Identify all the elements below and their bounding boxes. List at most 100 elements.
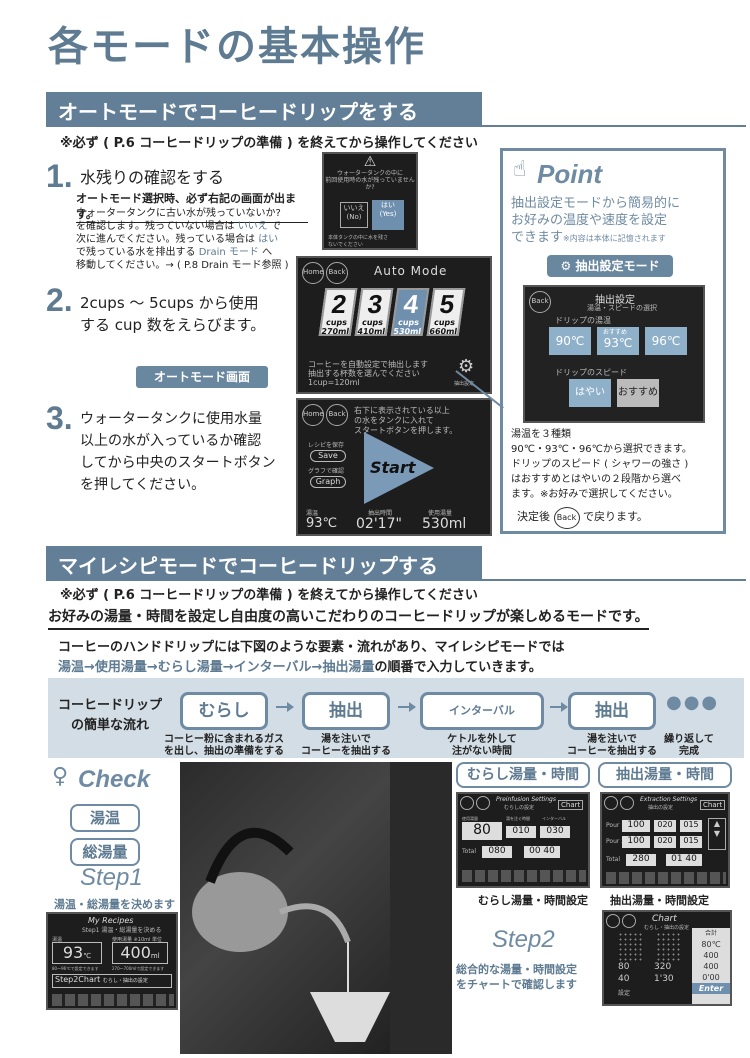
back-button[interactable]: [476, 796, 490, 810]
back-button[interactable]: Back: [529, 291, 551, 313]
step-number-1: 1.: [46, 158, 73, 194]
myrecipe-lead: お好みの湯量・時間を設定し自由度の高いこだわりのコーヒードリップが楽しめるモード…: [48, 606, 649, 630]
water-input[interactable]: 400ml: [112, 942, 168, 964]
temp-value: 93℃: [306, 516, 338, 531]
pre-caption: むらし湯量・時間設定: [478, 894, 588, 907]
kettle-illustration: [192, 762, 452, 1054]
save-button[interactable]: Save: [310, 450, 346, 462]
yes-button[interactable]: はい(Yes): [372, 200, 404, 230]
back-icon: Back: [553, 507, 580, 529]
graph-button[interactable]: Graph: [310, 476, 346, 488]
speed-option-fast[interactable]: はやい: [569, 379, 611, 407]
back-button[interactable]: Back: [326, 404, 348, 426]
step-number-3: 3.: [46, 400, 73, 436]
water-value: 530ml: [422, 516, 467, 532]
numeric-keypad[interactable]: [462, 870, 586, 882]
temp-option-96[interactable]: 96℃: [645, 327, 687, 355]
dot-graph: [618, 932, 644, 962]
point-title: Point: [537, 159, 602, 189]
numeric-keypad[interactable]: [52, 994, 174, 1006]
check-title: Check: [78, 766, 151, 793]
home-button[interactable]: Home: [302, 404, 324, 426]
drain-check-screen: ⚠ ウォータータンクの中に 前回使用時の水が残っていませんか? いいえ(No) …: [322, 152, 418, 250]
home-button[interactable]: [460, 796, 474, 810]
prereq-note-2: ※必ず ( P.6 コーヒードリップの準備 ) を終えてから操作してください: [60, 588, 478, 603]
section-header-myrecipe: マイレシピモードでコーヒードリップする: [46, 546, 482, 580]
step2-text: 2cups ～ 5cups から使用 する cup 数をえらびます。: [80, 294, 266, 334]
step1-title: 水残りの確認をする: [80, 168, 225, 187]
check-icon: ♀: [52, 764, 69, 789]
temp-option-90[interactable]: 90℃: [549, 327, 591, 355]
home-button[interactable]: Home: [302, 262, 324, 284]
flow-step-extract-2: 抽出: [568, 692, 656, 730]
step3-text: ウォータータンクに使用水量以上の水が入っているか確認してから中央のスタートボタン…: [80, 411, 276, 493]
numeric-keypad[interactable]: [606, 872, 726, 884]
step1-label: Step1: [80, 864, 143, 891]
label-soyuryo: 総湯量: [70, 838, 140, 866]
point-box: ☝ Point 抽出設定モードから簡易的にお好みの温度や速度を設定できます※内容…: [500, 148, 726, 534]
back-button[interactable]: [620, 796, 634, 810]
home-button[interactable]: [606, 914, 620, 928]
chart-button[interactable]: Chart: [558, 800, 584, 810]
chart-button[interactable]: Chart: [700, 800, 726, 810]
my-recipes-screen: My Recipes Step1 湯温・総湯量を決める 湯温 使用湯量 ※10m…: [46, 912, 178, 1010]
step-number-2: 2.: [46, 282, 73, 318]
back-button[interactable]: [622, 914, 636, 928]
flow-step-interval: インターバル: [420, 692, 544, 730]
label-chushutsu: 抽出湯量・時間: [598, 762, 732, 788]
start-screen: Home Back 右下に表示されている以上の水をタンクに入れてスタートボタンを…: [296, 398, 492, 536]
warning-icon: ⚠: [363, 154, 377, 170]
pour-time-input[interactable]: 010: [506, 826, 536, 838]
flow-step-repeat: ●●●: [666, 692, 720, 713]
back-button[interactable]: Back: [326, 262, 348, 284]
chart-screen: Chart むらし・抽出の設定 80 320 40 1'30 設定 合計 80℃…: [602, 910, 732, 1006]
time-value: 02'17": [356, 516, 402, 532]
drip-flow-diagram: コーヒードリップの簡単な流れ むらし 抽出 インターバル 抽出 ●●● コーヒー…: [48, 678, 744, 758]
flow-title: コーヒードリップの簡単な流れ: [58, 698, 163, 733]
no-button[interactable]: いいえ(No): [340, 202, 368, 228]
point-text: 抽出設定モードから簡易的にお好みの温度や速度を設定できます※内容は本体に記憶され…: [511, 196, 681, 245]
auto-mode-title: Auto Mode: [374, 264, 448, 278]
start-instruction: 右下に表示されている以上の水をタンクに入れてスタートボタンを押します。: [354, 406, 458, 435]
step1-subtitle: オートモード選択時、必ず右記の画面が出ます。: [76, 190, 308, 223]
auto-mode-label: オートモード画面: [136, 366, 268, 388]
interval-input[interactable]: 030: [540, 826, 570, 838]
step1-body: ウォータータンクに古い水が残っていないか? を確認します。残っていない場合は い…: [76, 208, 289, 271]
label-yuon: 湯温: [70, 804, 140, 832]
preinfusion-screen: Preinfusion Settings むらしの設定 Chart 使用湯量 湯…: [456, 792, 590, 888]
home-button[interactable]: [604, 796, 618, 810]
enter-button[interactable]: Enter: [692, 983, 730, 994]
step2-caption: 総合的な湯量・時間設定をチャートで確認します: [456, 963, 577, 991]
total-panel: 合計 80℃ 400 400 0'00 Enter: [692, 928, 730, 1004]
point-after-text: 決定後 Back で戻ります。: [517, 507, 648, 529]
hand-pointer-icon: ☝: [513, 157, 527, 182]
murashi-water-input[interactable]: 80: [462, 822, 502, 840]
section-header-auto: オートモードでコーヒードリップをする: [46, 92, 482, 126]
dot-graph: [656, 932, 682, 962]
ext-caption: 抽出湯量・時間設定: [610, 894, 709, 907]
step2chart-button[interactable]: Step2Chart むらし・抽出の設定: [52, 974, 172, 988]
speed-option-recommended[interactable]: おすすめ: [617, 379, 659, 407]
kettle-drip-photo: [180, 762, 452, 1054]
extraction-setting-mode-button[interactable]: ⚙ 抽出設定モード: [547, 255, 673, 277]
flow-step-extract-1: 抽出: [302, 692, 390, 730]
label-murashi: むらし湯量・時間: [456, 762, 590, 788]
scroll-arrows-icon[interactable]: ▲▼: [708, 818, 726, 850]
temp-input[interactable]: 93℃: [52, 942, 102, 964]
page-title: 各モードの基本操作: [48, 24, 426, 70]
flow-step-murashi: むらし: [180, 692, 268, 730]
gear-icon[interactable]: ⚙: [458, 356, 475, 377]
step2-label: Step2: [492, 926, 555, 953]
start-button[interactable]: [364, 432, 434, 504]
extraction-screen: Extraction Settings 抽出の設定 Chart Pour 1 P…: [600, 792, 730, 888]
flow-desc-2: 湯温→使用湯量→むらし湯量→インターバル→抽出湯量の順番で入力していきます。: [58, 660, 542, 675]
